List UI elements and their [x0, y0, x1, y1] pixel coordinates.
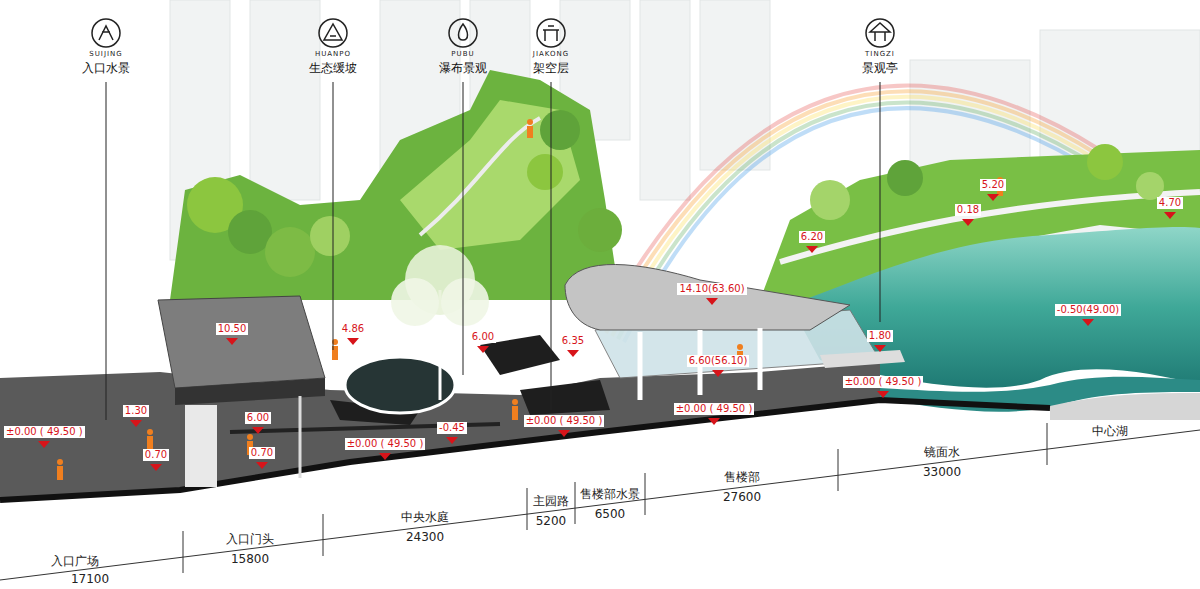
elevation-tag: 6.00: [245, 412, 271, 424]
dimension-value: 5200: [536, 514, 567, 528]
dimension-name: 售楼部水景: [580, 487, 640, 501]
people: [57, 119, 1003, 480]
elevation-tag: 6.00: [470, 331, 496, 343]
icon-label: 景观亭: [862, 61, 898, 75]
trees: [187, 110, 622, 277]
dimension-line: [0, 423, 1200, 580]
water-court: [345, 245, 489, 413]
elevation-tag: 0.70: [143, 449, 169, 461]
icon-code: SUIJING: [89, 50, 122, 59]
icon-label: 生态缓坡: [309, 61, 357, 75]
dimension-value: 15800: [231, 552, 269, 566]
stepping-water: [330, 335, 610, 425]
icon-label: 瀑布景观: [439, 61, 487, 75]
elevation-tag: ±0.00 ( 49.50 ): [4, 426, 85, 438]
entrance-gate: [158, 296, 500, 487]
dimension-name: 主园路: [533, 494, 569, 508]
icon-label: 入口水景: [82, 61, 130, 75]
dimension-value: 24300: [406, 530, 444, 544]
central-lake: [790, 227, 1200, 388]
bank-trees: [810, 144, 1164, 220]
dimension-value: 17100: [71, 572, 109, 586]
elevation-tag: 10.50: [216, 323, 249, 335]
dimension-value: 6500: [595, 507, 626, 521]
elevation-tag: 6.35: [560, 335, 586, 347]
elevation-tag: 6.20: [799, 231, 825, 243]
elevation-tag: ±0.00 ( 49.50 ): [524, 415, 605, 427]
dimension-name: 入口门头: [226, 532, 274, 546]
elevation-tag: ±0.00 ( 49.50 ): [674, 403, 755, 415]
elevation-tag: -0.50(49.00): [1055, 304, 1121, 316]
elevation-tag: 5.20: [980, 179, 1006, 191]
earth: [1050, 393, 1200, 420]
icon-code: JIAKONG: [533, 50, 569, 59]
icon-symbols: [92, 19, 894, 47]
elevation-tag: ±0.00 ( 49.50 ): [843, 376, 924, 388]
hill-walk: [420, 118, 540, 235]
elevation-tag: 14.10(63.60): [677, 283, 746, 295]
elevation-tag: 4.86: [340, 323, 366, 335]
dimension-name: 入口广场: [51, 554, 99, 568]
hill-patch: [400, 100, 580, 250]
dimension-name: 中心湖: [1092, 424, 1128, 438]
dimension-value: 27600: [723, 490, 761, 504]
dimension-name: 镜面水: [924, 445, 960, 459]
icon-label: 架空层: [533, 61, 569, 75]
icon-code: PUBU: [451, 50, 474, 59]
dimension-name: 售楼部: [724, 470, 760, 484]
elevation-tag: 6.60(56.10): [687, 355, 750, 367]
elevation-tag: 1.80: [867, 330, 893, 342]
icon-code: HUANPO: [315, 50, 351, 59]
leader-lines: [106, 82, 880, 420]
elevation-tag: -0.45: [437, 422, 467, 434]
dimension-name: 中央水庭: [401, 510, 449, 524]
elevation-tag: ±0.00 ( 49.50 ): [345, 438, 426, 450]
elevation-tag: 4.70: [1157, 197, 1183, 209]
section-cut: [0, 400, 1050, 500]
elevation-tag: 0.18: [955, 204, 981, 216]
dimension-value: 33000: [923, 465, 961, 479]
green-hill: [170, 70, 620, 300]
elevation-tag: 1.30: [123, 405, 149, 417]
icon-code: TINGZI: [865, 50, 895, 59]
elevation-tag: 0.70: [249, 447, 275, 459]
